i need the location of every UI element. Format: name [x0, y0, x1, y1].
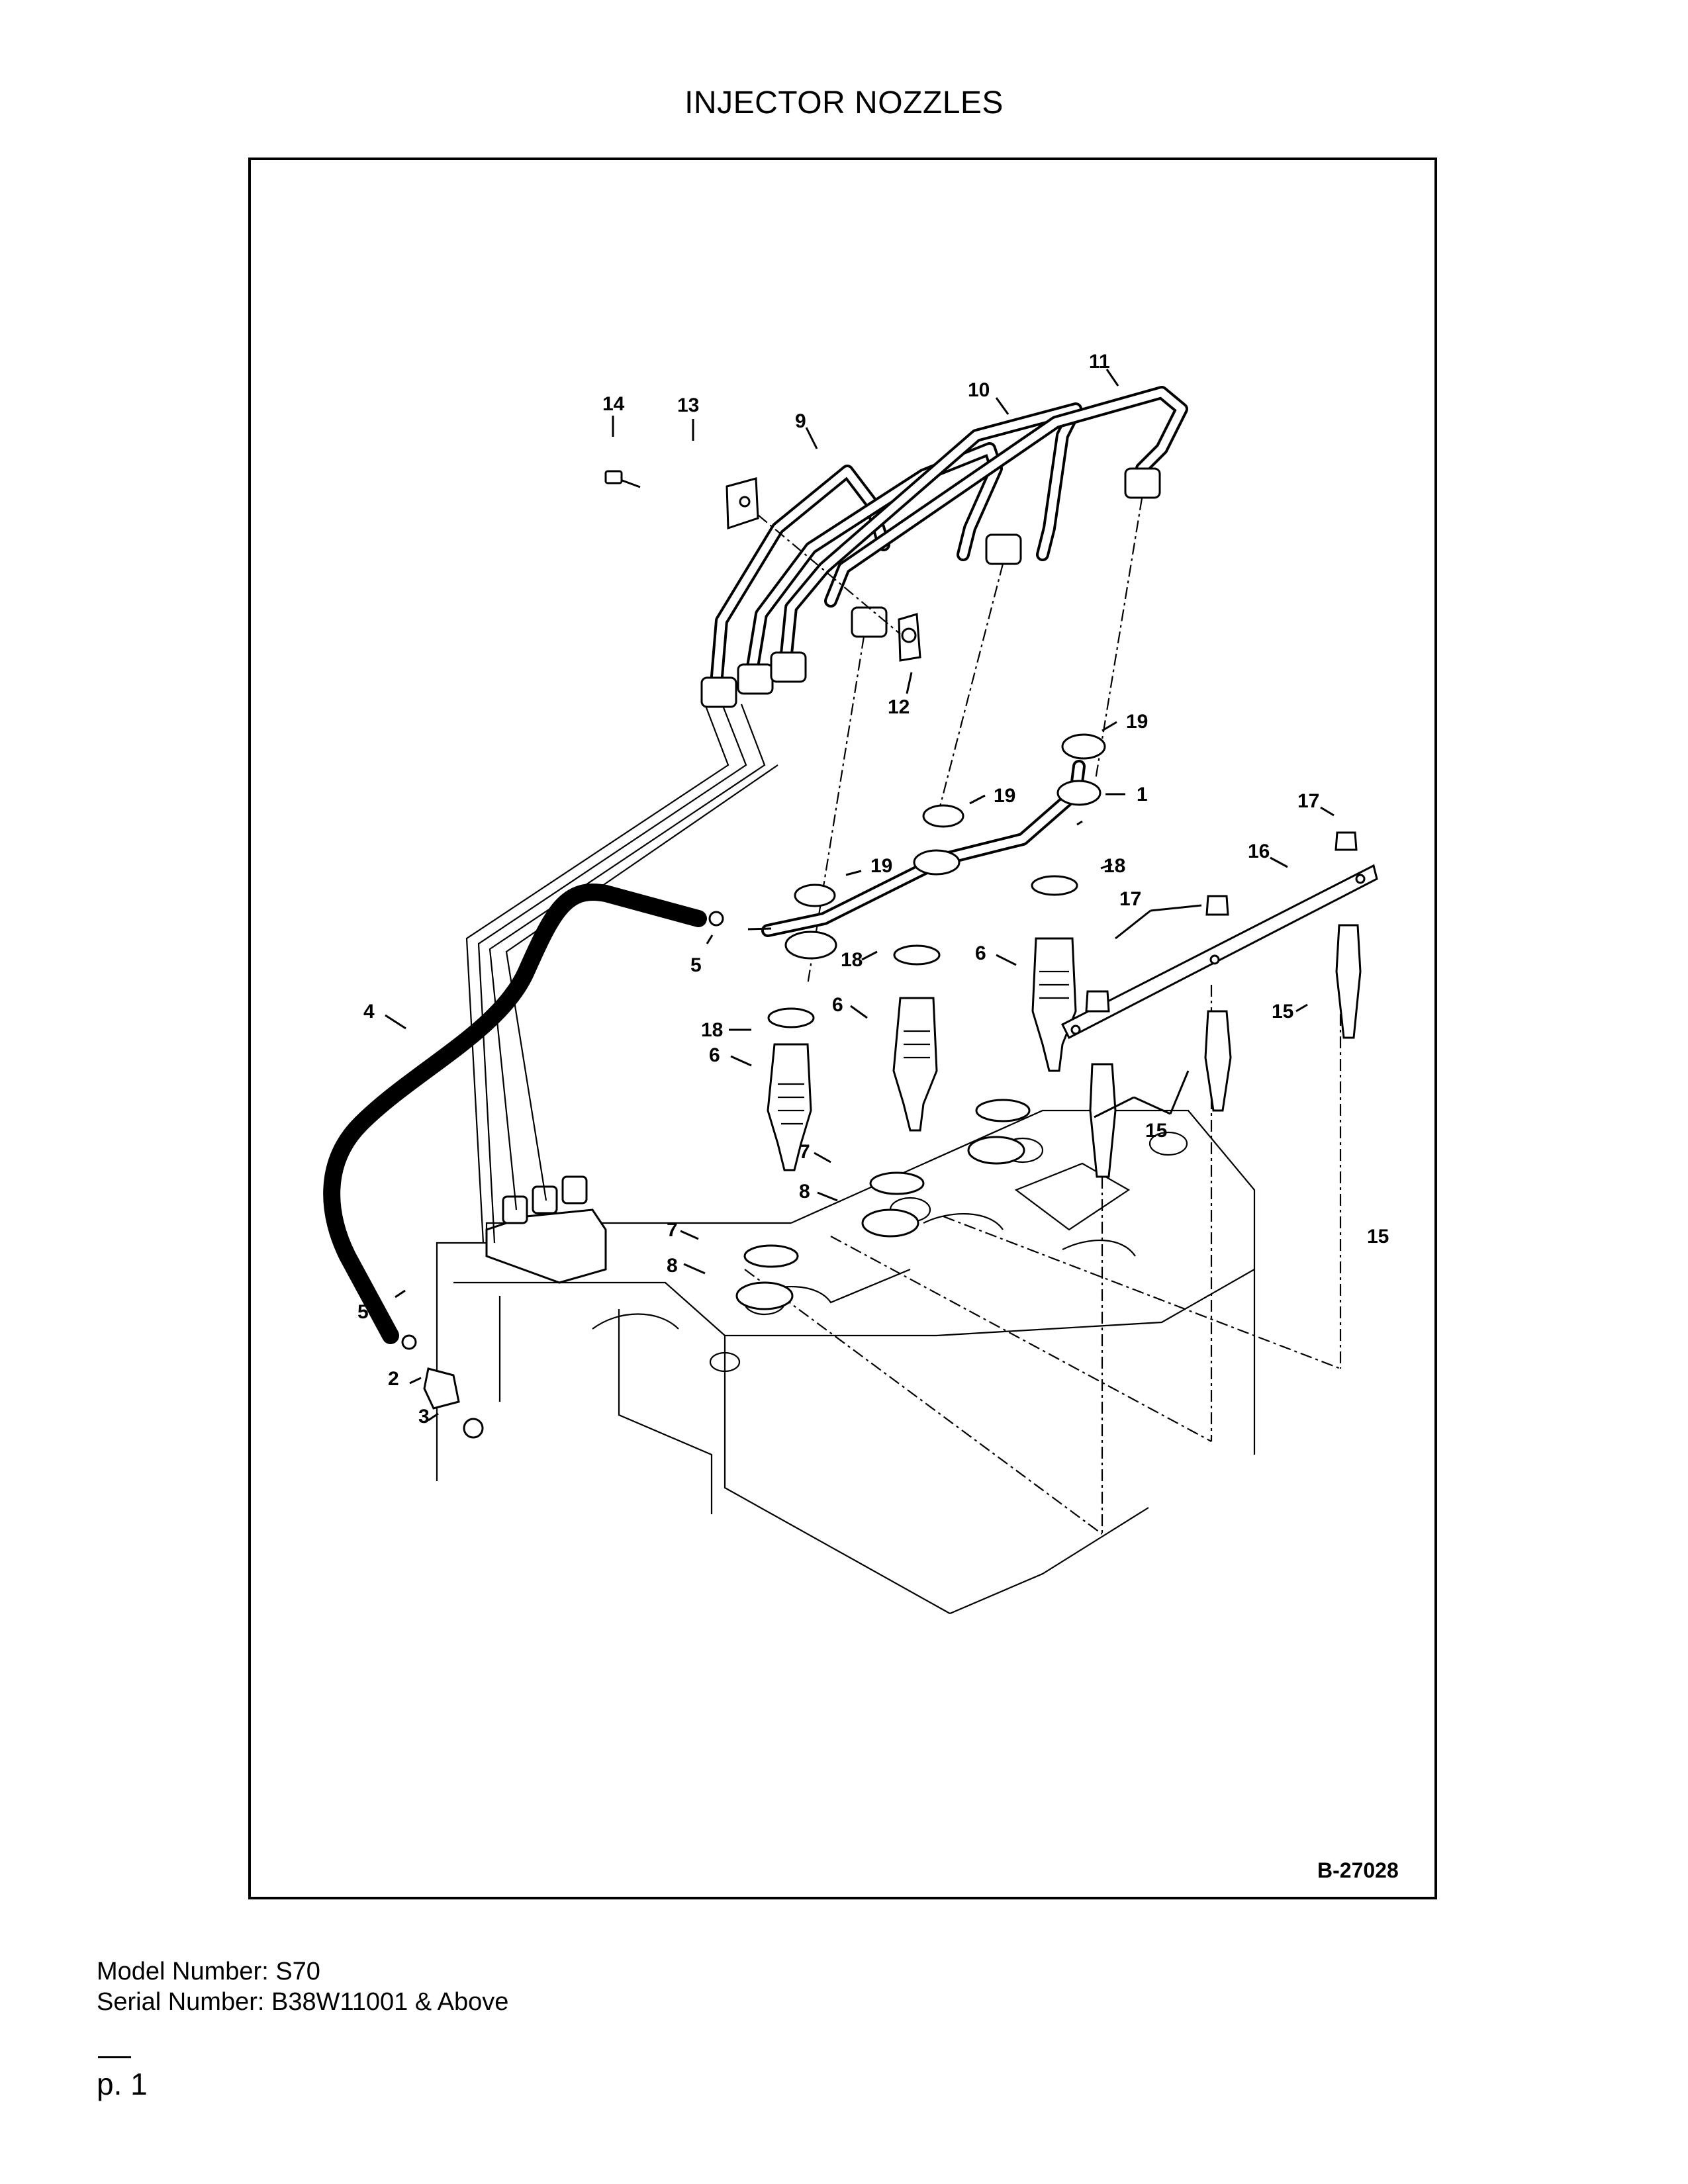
callout-19c: 19: [1126, 711, 1148, 733]
engine-block: [436, 1109, 1256, 1615]
callout-13: 13: [677, 394, 699, 416]
callout-14: 14: [602, 393, 625, 415]
callout-15a: 15: [1272, 1001, 1293, 1023]
callout-11: 11: [1089, 351, 1110, 373]
callout-10: 10: [968, 379, 990, 401]
callout-2: 2: [388, 1368, 399, 1390]
delivery-pipes-left: [465, 386, 1188, 1244]
injection-pump: [485, 1175, 607, 1284]
callout-leaders: [385, 369, 1335, 1422]
drawing-number: B-27028: [1317, 1858, 1399, 1882]
exploded-parts-diagram: 1 2 3 4 5 5 6 6 6 7 7 8 8 9 10 11 12 13 …: [323, 351, 1389, 1615]
page-number: p. 1: [97, 2067, 148, 2101]
callout-16: 16: [1248, 841, 1270, 862]
callout-5a: 5: [690, 954, 702, 976]
callout-8a: 8: [667, 1255, 678, 1277]
callout-18b: 18: [841, 949, 863, 971]
callout-17a: 17: [1297, 790, 1319, 812]
callout-18a: 18: [701, 1019, 723, 1041]
model-number: Model Number: S70: [97, 1958, 320, 1985]
callout-19b: 19: [994, 785, 1015, 807]
callout-7b: 7: [799, 1141, 810, 1163]
return-hose: [323, 883, 724, 1439]
callout-labels: 1 2 3 4 5 5 6 6 6 7 7 8 8 9 10 11 12 13 …: [357, 351, 1389, 1428]
callout-6c: 6: [975, 942, 986, 964]
callout-15c: 15: [1367, 1226, 1389, 1248]
callout-18c: 18: [1103, 855, 1125, 877]
diagram-frame: [248, 158, 1437, 1899]
footer-rule: [98, 2056, 131, 2058]
callout-12: 12: [888, 696, 910, 718]
callout-1: 1: [1137, 784, 1148, 805]
page-title: INJECTOR NOZZLES: [684, 85, 1004, 120]
callout-19a: 19: [870, 855, 892, 877]
callout-3: 3: [418, 1406, 430, 1428]
callout-8b: 8: [799, 1181, 810, 1203]
callout-5b: 5: [357, 1301, 369, 1323]
callout-15b: 15: [1145, 1120, 1167, 1142]
callout-9: 9: [795, 410, 806, 432]
clamps-and-bolt: [604, 470, 921, 662]
callout-6b: 6: [832, 994, 843, 1016]
leak-off-pipe: [747, 733, 1106, 960]
serial-number: Serial Number: B38W11001 & Above: [97, 1988, 509, 2016]
glow-plugs: [1060, 831, 1378, 1178]
nozzle-assemblies: [735, 875, 1078, 1310]
callout-6a: 6: [709, 1044, 720, 1066]
callout-4: 4: [363, 1001, 375, 1023]
callout-7a: 7: [667, 1219, 678, 1241]
callout-17b: 17: [1119, 888, 1141, 910]
